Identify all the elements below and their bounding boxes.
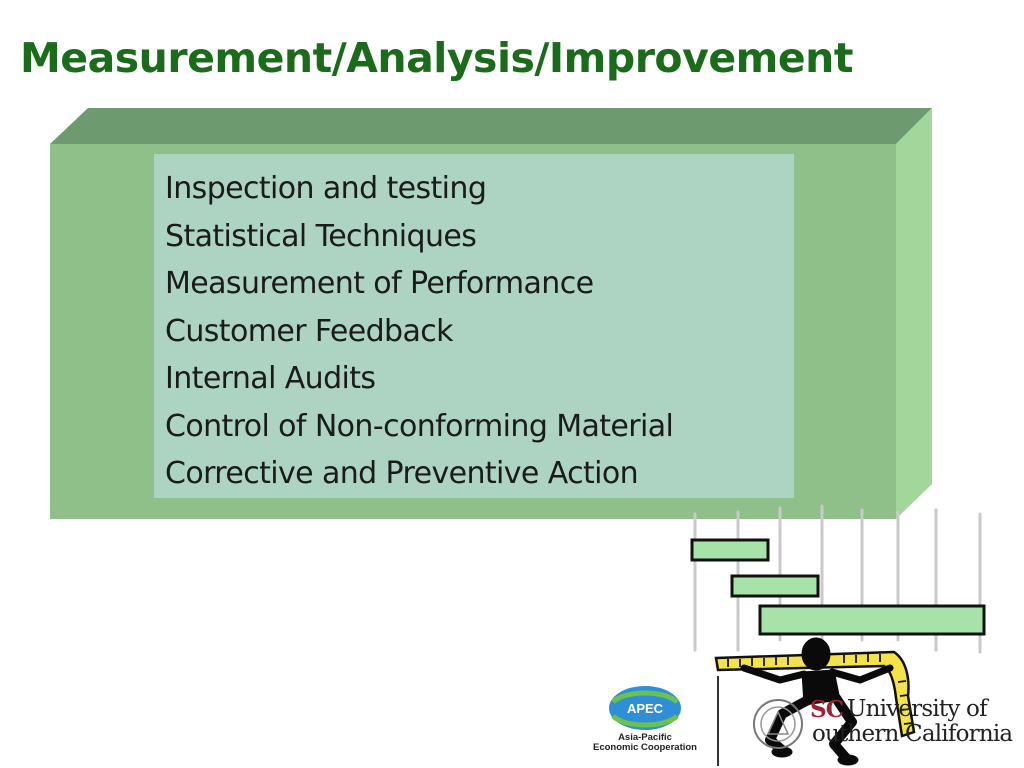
usc-line-1: University of — [847, 696, 988, 722]
gantt-bars — [690, 538, 986, 636]
box-side-face — [896, 108, 932, 519]
gantt-bar — [730, 574, 820, 598]
apec-globe-icon: APEC — [609, 686, 681, 730]
list-item: Inspection and testing — [165, 171, 487, 206]
apec-logo: APEC Asia-Pacific Economic Cooperation — [585, 684, 705, 756]
list-item: Measurement of Performance — [165, 266, 594, 301]
list-item: Corrective and Preventive Action — [165, 456, 639, 491]
logo-divider — [717, 676, 719, 766]
person-figure — [740, 637, 894, 766]
box-top-face — [50, 108, 932, 144]
measuring-figure-illustration — [690, 504, 986, 766]
apec-badge-text: APEC — [627, 701, 664, 716]
apec-line-2: Economic Cooperation — [593, 742, 697, 753]
usc-line-2: outhern California — [812, 721, 1013, 747]
apec-line-1: Asia-Pacific — [618, 732, 672, 743]
content-panel: Inspection and testing Statistical Techn… — [154, 154, 794, 498]
list-item: Statistical Techniques — [165, 218, 477, 254]
topic-list: Inspection and testing Statistical Techn… — [165, 165, 784, 498]
list-item: Control of Non-conforming Material — [165, 408, 674, 444]
gantt-bar — [758, 604, 986, 636]
usc-logo: SC University of outhern California — [750, 694, 1013, 754]
usc-seal-icon — [753, 699, 803, 749]
list-item: Customer Feedback — [165, 313, 454, 349]
list-item: Internal Audits — [165, 361, 376, 396]
slide-title: Measurement/Analysis/Improvement — [20, 34, 853, 82]
usc-mark: SC — [810, 696, 844, 723]
gantt-bar — [690, 538, 770, 562]
